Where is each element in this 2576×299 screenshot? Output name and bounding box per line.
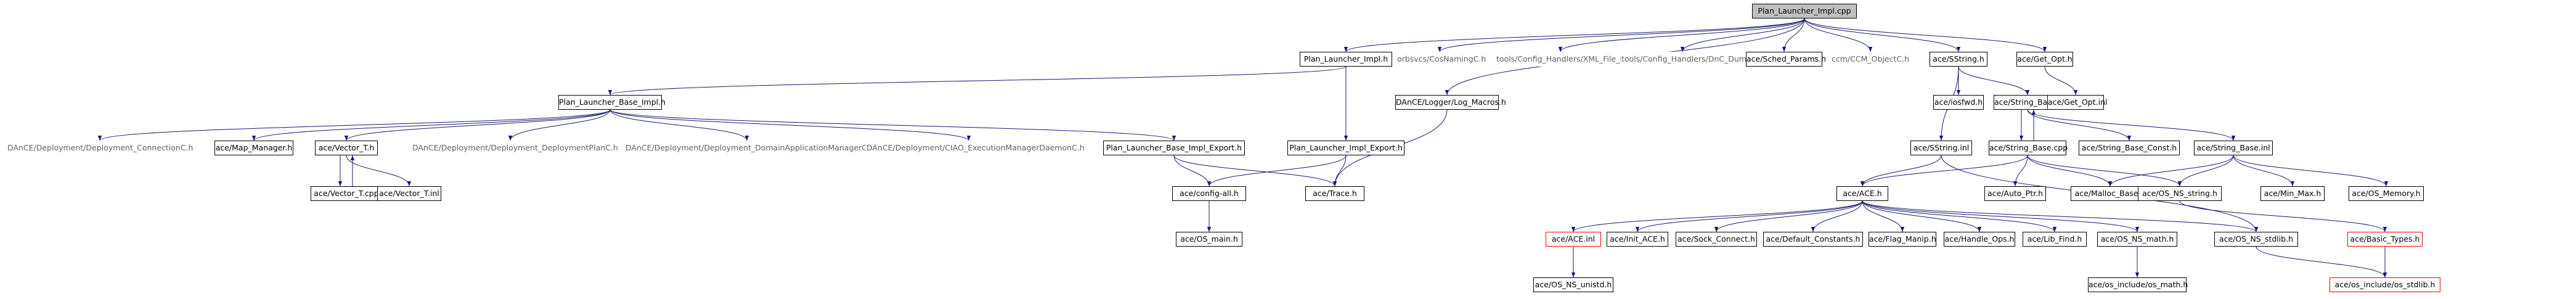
edge-pli-export-to-trace — [1332, 155, 1347, 187]
edge-plbi-export-to-trace — [1173, 155, 1337, 187]
node-handle-ops[interactable]: ace/Handle_Ops.h — [1944, 232, 2015, 247]
node-dam[interactable]: DAnCE/Deployment/Deployment_DomainApplic… — [625, 141, 874, 155]
edge-string-base-h-to-string-base-inl — [2027, 109, 2236, 141]
node-os-main[interactable]: ace/OS_main.h — [1176, 232, 1242, 247]
edge-string-base-cpp-to-malloc-base — [2027, 155, 2113, 187]
node-auto-ptr[interactable]: ace/Auto_Ptr.h — [1984, 186, 2046, 201]
node-string-base-inl[interactable]: ace/String_Base.inl — [2194, 141, 2273, 155]
edge-root-to-sched — [1782, 18, 1805, 52]
edge-string-base-inl-to-malloc-base — [2108, 155, 2234, 187]
node-malloc-base[interactable]: ace/Malloc_Base.h — [2071, 186, 2150, 201]
node-vector-t-h[interactable]: ace/Vector_T.h — [315, 141, 378, 155]
node-orbsvcs[interactable]: orbsvcs/CosNamingC.h — [1396, 52, 1486, 67]
edge-os-ns-stdlib-to-os-stdlib — [2256, 246, 2387, 278]
edge-get-opt-h-to-get-opt-inl — [2044, 66, 2078, 96]
edge-ace-h-to-flag-manip — [1862, 200, 1905, 232]
node-os-memory[interactable]: ace/OS_Memory.h — [2349, 186, 2424, 201]
edge-plbi-h-to-plbi-export — [609, 109, 1176, 141]
edge-plbi-h-to-eman — [609, 109, 971, 141]
node-string-base-const[interactable]: ace/String_Base_Const.h — [2079, 141, 2180, 155]
node-ccm[interactable]: ccm/CCM_ObjectC.h — [1830, 52, 1910, 67]
edge-sstring-h-to-string-base-h — [1958, 66, 2030, 96]
edge-pli-h-to-plbi-h — [608, 66, 1347, 96]
node-sock-connect[interactable]: ace/Sock_Connect.h — [1676, 232, 1757, 247]
node-pli-export[interactable]: Plan_Launcher_Impl_Export.h — [1287, 141, 1404, 155]
edge-plbi-h-to-conn-c — [98, 109, 611, 141]
edge-plbi-h-to-vector-t-h — [344, 109, 611, 141]
node-ace-h[interactable]: ace/ACE.h — [1836, 186, 1888, 201]
edge-ace-h-to-lib-find — [1862, 200, 2057, 232]
edge-root-to-dnc-dump — [1680, 18, 1805, 52]
node-flag-manip[interactable]: ace/Flag_Manip.h — [1869, 232, 1936, 247]
edge-sstring-inl-to-ace-h — [1860, 155, 1942, 187]
edge-string-base-cpp-to-auto-ptr — [2013, 155, 2028, 187]
edge-ace-h-to-default-constants — [1811, 200, 1863, 232]
node-dnc-dump[interactable]: tools/Config_Handlers/DnC_Dump.h — [1621, 52, 1759, 67]
edge-ace-h-to-os-ns-math — [1862, 200, 2140, 232]
node-dpc[interactable]: DAnCE/Deployment/Deployment_DeploymentPl… — [412, 141, 618, 155]
edge-string-base-inl-to-os-ns-string — [2177, 155, 2234, 187]
node-sstring-h[interactable]: ace/SString.h — [1930, 52, 1987, 67]
node-iosfwd[interactable]: ace/iosfwd.h — [1933, 95, 1984, 110]
edge-root-to-sstring-h — [1804, 18, 1961, 52]
edge-plbi-h-to-map-manager — [251, 109, 611, 141]
node-os-ns-stdlib[interactable]: ace/OS_NS_stdlib.h — [2214, 232, 2298, 247]
node-vector-t-cpp[interactable]: ace/Vector_T.cpp — [311, 186, 382, 201]
edge-os-ns-string-to-basic-types — [2179, 200, 2387, 232]
node-min-max[interactable]: ace/Min_Max.h — [2260, 186, 2325, 201]
node-root[interactable]: Plan_Launcher_Impl.cpp — [1752, 4, 1857, 18]
node-map-manager[interactable]: ace/Map_Manager.h — [214, 141, 293, 155]
edge-root-to-get-opt-h — [1804, 18, 2047, 52]
node-plbi-h[interactable]: Plan_Launcher_Base_Impl.h — [558, 95, 666, 110]
edge-string-base-cpp-to-ace-h — [1860, 155, 2028, 187]
node-init-ace[interactable]: ace/Init_ACE.h — [1607, 232, 1668, 247]
node-eman[interactable]: DAnCE/Deployment/CIAO_ExecutionManagerDa… — [866, 141, 1085, 155]
node-sched[interactable]: ace/Sched_Params.h — [1746, 52, 1826, 67]
node-get-opt-inl[interactable]: ace/Get_Opt.inl — [2047, 95, 2107, 110]
edge-root-to-xml-file — [1558, 18, 1805, 52]
node-plbi-export[interactable]: Plan_Launcher_Base_Impl_Export.h — [1103, 141, 1245, 155]
node-trace[interactable]: ace/Trace.h — [1305, 186, 1364, 201]
edge-plbi-h-to-dam — [609, 109, 749, 141]
edge-string-base-cpp-to-os-ns-string — [2027, 155, 2182, 187]
edge-ace-h-to-handle-ops — [1862, 200, 1982, 232]
node-pli-h[interactable]: Plan_Launcher_Impl.h — [1300, 52, 1392, 67]
node-basic-types[interactable]: ace/Basic_Types.h — [2347, 232, 2423, 247]
node-lib-find[interactable]: ace/Lib_Find.h — [2023, 232, 2087, 247]
edge-string-base-inl-to-os-memory — [2233, 155, 2389, 187]
node-string-base-cpp[interactable]: ace/String_Base.cpp — [1989, 141, 2068, 155]
edge-string-base-inl-to-min-max — [2233, 155, 2295, 187]
node-os-math[interactable]: ace/os_include/os_math.h — [2088, 277, 2188, 292]
edge-ace-h-to-init-ace — [1635, 200, 1863, 232]
node-ace-inl[interactable]: ace/ACE.inl — [1546, 232, 1601, 247]
node-vector-t-inl[interactable]: ace/Vector_T.inl — [377, 186, 441, 201]
node-log-macros[interactable]: DAnCE/Logger/Log_Macros.h — [1395, 95, 1506, 110]
node-os-ns-unistd[interactable]: ace/OS_NS_unistd.h — [1533, 277, 1613, 292]
edge-pli-export-to-config-all — [1207, 155, 1347, 187]
edge-root-to-ccm — [1804, 18, 1873, 52]
node-default-constants[interactable]: ace/Default_Constants.h — [1763, 232, 1863, 247]
edge-ace-h-to-os-ns-stdlib — [1862, 200, 2258, 232]
edge-plbi-h-to-dpc — [508, 109, 611, 141]
node-conn-c[interactable]: DAnCE/Deployment/Deployment_ConnectionC.… — [7, 141, 193, 155]
node-config-all[interactable]: ace/config-all.h — [1172, 186, 1246, 201]
edge-root-to-orbsvcs — [1437, 18, 1805, 52]
edge-root-to-pli-h — [1344, 18, 1805, 52]
node-get-opt-h[interactable]: ace/Get_Opt.h — [2016, 52, 2073, 67]
edge-vector-t-h-to-vector-t-inl — [346, 155, 412, 187]
edge-ace-h-to-sock-connect — [1714, 200, 1863, 232]
node-sstring-inl[interactable]: ace/SString.inl — [1910, 141, 1972, 155]
edge-ace-h-to-ace-inl — [1571, 200, 1863, 232]
node-xml-file[interactable]: tools/Config_Handlers/XML_File_Intf.h — [1496, 52, 1639, 67]
node-os-ns-math[interactable]: ace/OS_NS_math.h — [2097, 232, 2177, 247]
node-os-ns-string[interactable]: ace/OS_NS_string.h — [2138, 186, 2222, 201]
node-os-stdlib[interactable]: ace/os_include/os_stdlib.h — [2329, 277, 2440, 292]
edge-string-base-h-to-string-base-const — [2027, 109, 2132, 141]
